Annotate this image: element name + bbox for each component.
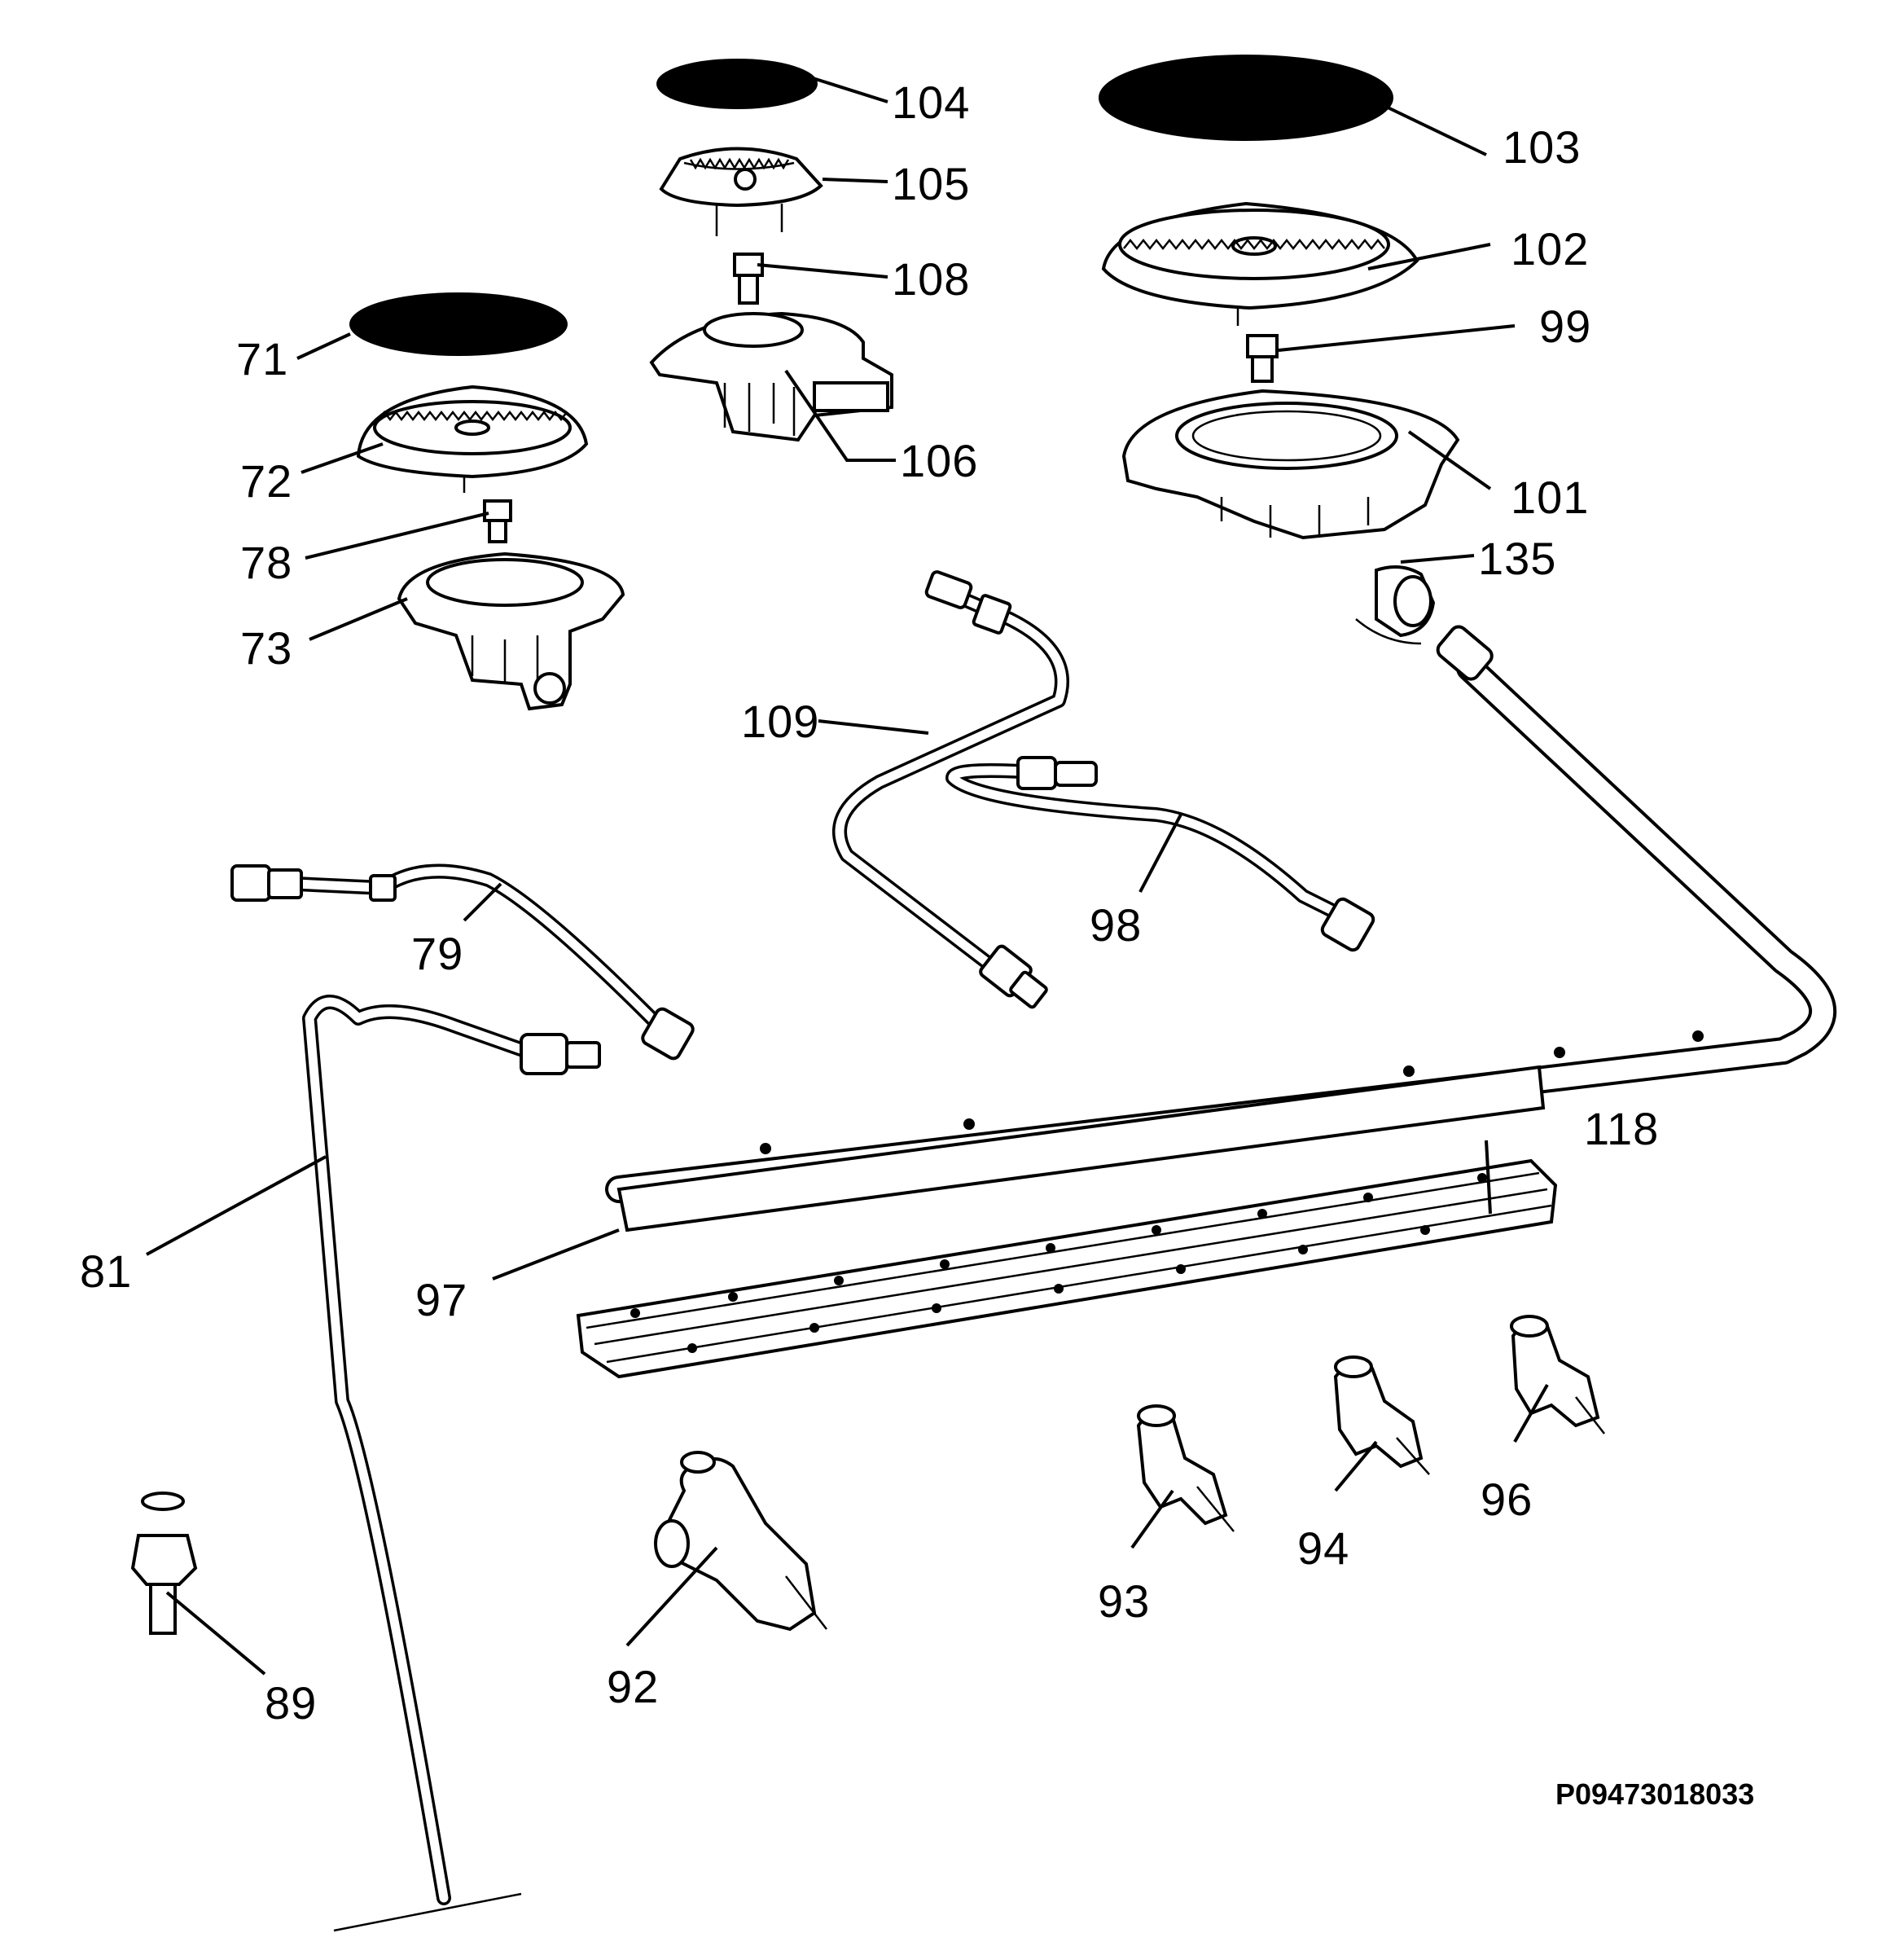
label-72: 72: [240, 455, 292, 507]
gas-valve-icon: [654, 1451, 827, 1632]
drawing-code: P09473018033: [1555, 1777, 1754, 1811]
label-94: 94: [1297, 1522, 1349, 1574]
gas-valve-icon: [1333, 1355, 1430, 1475]
burner-body-small-icon: [397, 551, 625, 711]
label-102: 102: [1511, 223, 1589, 275]
label-106: 106: [900, 435, 978, 486]
label-118: 118: [1584, 1103, 1659, 1154]
part-labels: 104 105 108 106 103 102 99 101 135 71 72…: [80, 77, 1754, 1811]
label-109: 109: [741, 696, 819, 747]
leader-lines: [146, 76, 1549, 1676]
label-99: 99: [1539, 301, 1591, 352]
label-73: 73: [240, 622, 292, 674]
label-104: 104: [892, 77, 970, 128]
gas-supply-pipe: [605, 625, 1837, 1203]
hose-connector-icon: [130, 1492, 198, 1635]
gasket-strip-icon: [616, 1065, 1546, 1232]
injector-nozzle-icon: [733, 253, 764, 305]
burner-cap-small-icon: [349, 292, 568, 356]
label-97: 97: [415, 1274, 467, 1325]
label-105: 105: [892, 158, 970, 209]
injector-nozzle-icon: [483, 499, 512, 543]
burner-cap-large-icon: [1099, 55, 1393, 141]
gas-tube-icon: [832, 570, 1069, 1009]
label-93: 93: [1098, 1575, 1150, 1627]
label-98: 98: [1090, 899, 1142, 951]
gas-tube-icon: [945, 756, 1375, 952]
label-78: 78: [240, 537, 292, 588]
label-108: 108: [892, 253, 970, 305]
gas-valve-icon: [1136, 1404, 1235, 1532]
label-71: 71: [236, 333, 288, 384]
gas-manifold-rail-icon: [576, 1158, 1558, 1379]
burner-crown-small-icon: [356, 384, 589, 493]
burner-body-large-icon: [1121, 389, 1460, 540]
label-96: 96: [1481, 1474, 1533, 1525]
label-135: 135: [1478, 533, 1556, 584]
label-81: 81: [80, 1245, 132, 1297]
label-89: 89: [265, 1677, 317, 1729]
gas-valve-icon: [1510, 1315, 1605, 1434]
gas-tube-long-icon: [302, 995, 601, 1932]
burner-crown-large-icon: [1101, 201, 1419, 326]
label-79: 79: [411, 928, 463, 979]
burner-cap-medium-icon: [656, 59, 818, 109]
burner-body-medium-icon: [649, 311, 893, 442]
label-103: 103: [1503, 121, 1581, 173]
label-92: 92: [607, 1661, 659, 1712]
label-101: 101: [1511, 472, 1589, 523]
burner-crown-medium-icon: [659, 147, 823, 236]
injector-nozzle-icon: [1246, 334, 1279, 383]
hose-clamp-icon: [1355, 565, 1436, 645]
